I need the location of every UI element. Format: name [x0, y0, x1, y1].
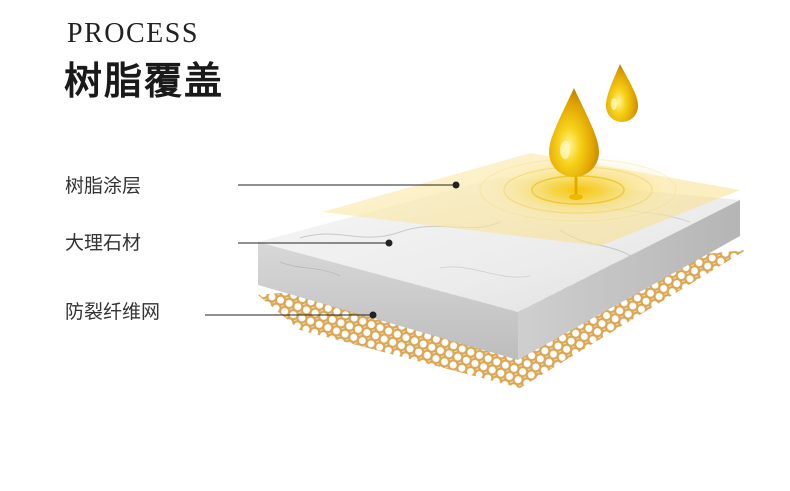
resin-drop-small: [606, 64, 638, 122]
leader-line-resin: [238, 181, 460, 189]
label-fiber-mesh: 防裂纤维网: [65, 301, 161, 323]
label-resin-coating: 树脂涂层: [65, 175, 142, 197]
label-marble-stone: 大理石材: [65, 232, 142, 254]
page-title: 树脂覆盖: [64, 59, 225, 103]
resin-film-layer: [322, 153, 740, 246]
resin-drop-large: [549, 88, 599, 200]
process-eyebrow: PROCESS: [67, 18, 199, 49]
leader-line-marble: [238, 239, 393, 247]
leader-line-mesh: [205, 311, 377, 319]
